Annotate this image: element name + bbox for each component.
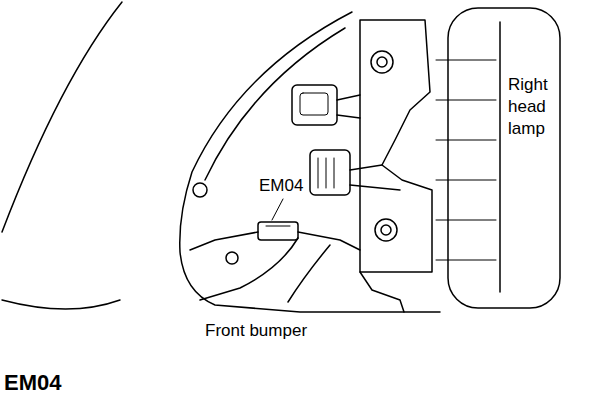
wire [337,95,360,118]
connector-pins [318,158,334,188]
leader-line [272,199,283,220]
bumper-outline [2,2,122,232]
callout-label: EM04 [259,175,303,197]
mount-hole [226,252,238,264]
part-label: Right head lamp [508,74,558,140]
bumper-opening [180,12,440,312]
head-lamp-housing [448,8,560,308]
part-label: Front bumper [205,320,307,342]
head-lamp-lens-edge [499,22,501,292]
wire [190,232,258,250]
wire [200,238,298,300]
connector [310,150,350,195]
bolt [375,219,397,241]
bolt-center [377,57,387,67]
connector-latch [300,93,328,115]
connector-latch [266,226,290,227]
bumper-lower-edge [2,300,120,309]
figure-title: EM04 [4,370,61,396]
fender-inner-edge [205,28,345,180]
connector [292,85,337,125]
mounting-bracket [360,20,432,272]
lower-bracket [360,272,404,312]
bolt [371,51,393,73]
wire [288,245,330,302]
em04-connector [258,222,298,240]
mount-hole [193,183,207,197]
head-lamp-slats [436,60,496,260]
bolt-center [381,225,391,235]
wire [350,165,400,190]
